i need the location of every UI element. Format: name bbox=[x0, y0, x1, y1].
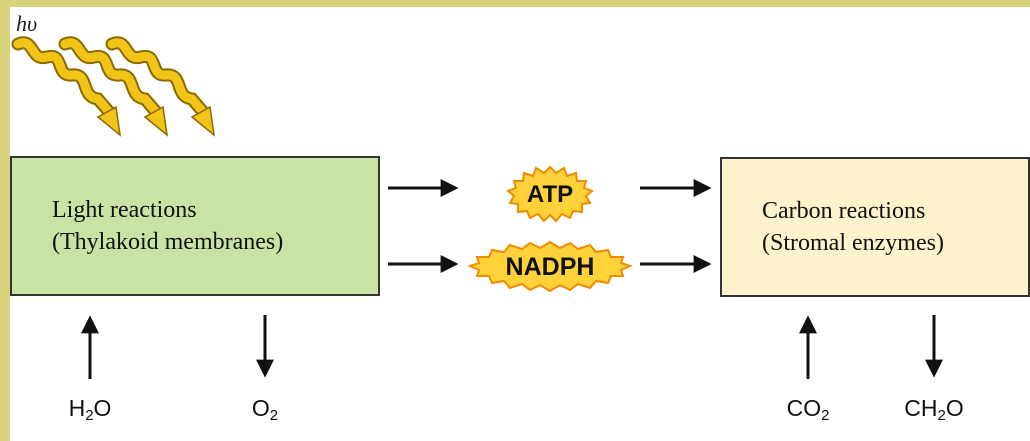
photon-label: hυ bbox=[16, 11, 38, 36]
nadph-burst-icon: NADPH bbox=[467, 240, 633, 293]
diagram-canvas: ATP NADPH hυ Light reactions (Thylakoid … bbox=[10, 7, 1030, 441]
ch2o-sub: 2 bbox=[937, 407, 946, 424]
co2-main: CO bbox=[786, 395, 822, 421]
atp-label: ATP bbox=[527, 181, 573, 208]
ch2o-main: CH bbox=[904, 395, 938, 421]
ch2o-label: CH2O bbox=[904, 395, 963, 424]
photon-wave-1 bbox=[11, 36, 122, 137]
light-reactions-location: (Thylakoid membranes) bbox=[52, 229, 284, 255]
h2o-sub: 2 bbox=[85, 407, 94, 424]
carbon-reactions-box: Carbon reactions (Stromal enzymes) bbox=[720, 157, 1030, 297]
h2o-tail: O bbox=[93, 395, 112, 421]
co2-sub: 2 bbox=[821, 407, 830, 424]
diagram-graphics: ATP NADPH bbox=[11, 36, 943, 379]
light-reactions-title: Light reactions bbox=[52, 197, 197, 223]
photon-wave-2 bbox=[58, 36, 169, 137]
photon-waves-icon bbox=[11, 36, 216, 137]
o2-main: O bbox=[251, 395, 270, 421]
h2o-label: H2O bbox=[69, 395, 112, 424]
o2-sub: 2 bbox=[269, 407, 279, 424]
light-reactions-box: Light reactions (Thylakoid membranes) bbox=[10, 156, 380, 296]
h2o-main: H bbox=[68, 395, 86, 421]
carbon-reactions-location: (Stromal enzymes) bbox=[762, 230, 944, 256]
carbon-reactions-title: Carbon reactions bbox=[762, 198, 926, 224]
photon-wave-3 bbox=[105, 36, 216, 137]
co2-label: CO2 bbox=[787, 395, 830, 424]
atp-burst-icon: ATP bbox=[506, 165, 594, 223]
nadph-label: NADPH bbox=[506, 253, 595, 281]
o2-label: O2 bbox=[252, 395, 278, 424]
ch2o-tail: O bbox=[945, 395, 964, 421]
